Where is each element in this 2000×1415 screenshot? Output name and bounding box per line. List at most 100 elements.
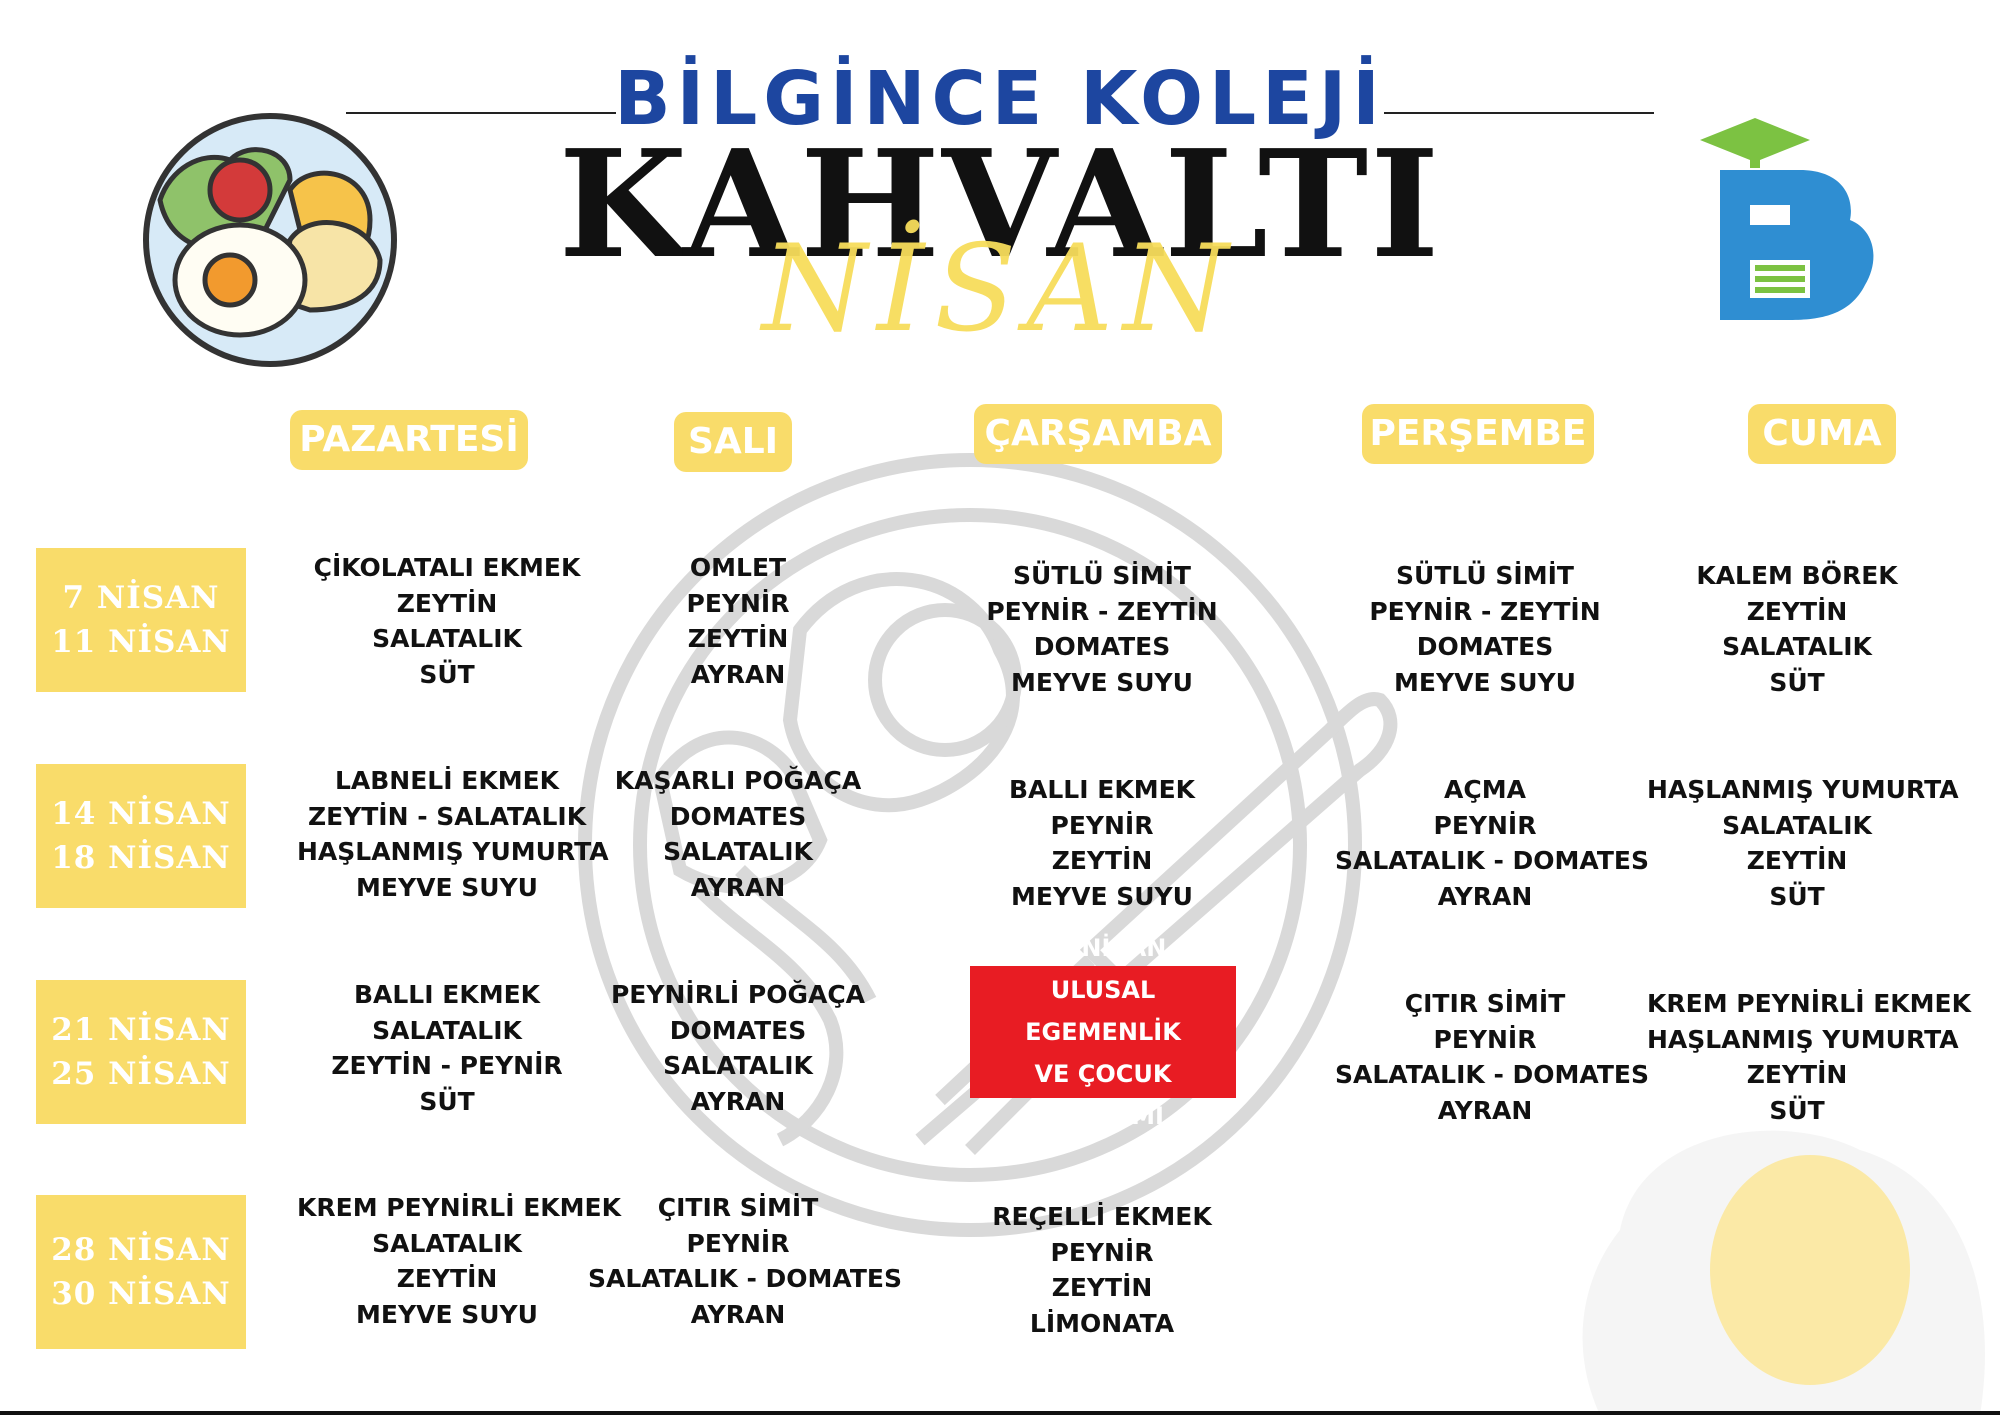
menu-cell: ÇİKOLATALI EKMEK ZEYTİN SALATALIK SÜT <box>297 550 597 692</box>
menu-item: SÜT <box>1769 1095 1825 1125</box>
menu-cell: ÇITIR SİMİT PEYNİR SALATALIK - DOMATES A… <box>588 1190 902 1332</box>
menu-cell: BALLI EKMEK SALATALIK ZEYTİN - PEYNİR SÜ… <box>297 977 597 1119</box>
school-logo <box>1700 118 1874 320</box>
menu-cell: OMLET PEYNİR ZEYTİN AYRAN <box>588 550 888 692</box>
week-label: 21 NİSAN 25 NİSAN <box>36 980 246 1124</box>
holiday-name: ULUSAL EGEMENLİK <box>1025 976 1181 1046</box>
day-header-tuesday: SALI <box>674 412 792 472</box>
week-start: 28 NİSAN <box>51 1232 231 1268</box>
menu-item: PEYNİR - ZEYTİN <box>986 596 1218 626</box>
menu-item: SALATALIK <box>1722 810 1872 840</box>
menu-item: ZEYTİN <box>1746 596 1848 626</box>
menu-cell: BALLI EKMEK PEYNİR ZEYTİN MEYVE SUYU <box>952 772 1252 914</box>
menu-item: ZEYTİN - PEYNİR <box>331 1051 563 1080</box>
menu-item: PEYNİR <box>686 588 790 618</box>
holiday-date: 23 NİSAN <box>1039 934 1167 962</box>
week-label: 14 NİSAN 18 NİSAN <box>36 764 246 908</box>
day-header-wednesday: ÇARŞAMBA <box>974 404 1222 464</box>
menu-item: KALEM BÖREK <box>1696 561 1898 590</box>
bottom-border <box>0 1411 2000 1415</box>
week-label: 7 NİSAN 11 NİSAN <box>36 548 246 692</box>
day-header-monday: PAZARTESİ <box>290 410 528 470</box>
menu-item: ZEYTİN - SALATALIK <box>307 801 587 831</box>
menu-item: MEYVE SUYU <box>356 872 538 902</box>
menu-cell: KREM PEYNİRLİ EKMEK HAŞLANMIŞ YUMURTA ZE… <box>1647 986 1971 1128</box>
menu-item: ZEYTİN <box>1746 1060 1848 1089</box>
menu-item: KAŞARLI POĞAÇA <box>614 766 862 795</box>
week-end: 30 NİSAN <box>51 1276 231 1312</box>
menu-item: PEYNİR <box>686 1228 790 1258</box>
menu-item: PEYNİR <box>1433 1024 1537 1054</box>
menu-cell: REÇELLİ EKMEK PEYNİR ZEYTİN LİMONATA <box>952 1199 1252 1341</box>
menu-item: ÇİKOLATALI EKMEK <box>313 553 581 582</box>
menu-item: HAŞLANMIŞ YUMURTA <box>1647 1024 1959 1054</box>
menu-item: SALATALIK - DOMATES <box>1335 1060 1649 1089</box>
menu-cell: ÇITIR SİMİT PEYNİR SALATALIK - DOMATES A… <box>1335 986 1649 1128</box>
menu-cell: SÜTLÜ SİMİT PEYNİR - ZEYTİN DOMATES MEYV… <box>1335 558 1635 700</box>
menu-item: LİMONATA <box>1029 1308 1175 1338</box>
menu-item: AYRAN <box>690 1086 786 1116</box>
menu-item: AYRAN <box>690 1299 786 1329</box>
header-rule-right <box>1384 112 1654 114</box>
month-title: NİSAN <box>761 220 1239 359</box>
menu-item: PEYNİR <box>1050 810 1154 840</box>
menu-cell: PEYNİRLİ POĞAÇA DOMATES SALATALIK AYRAN <box>588 977 888 1119</box>
menu-cell: KREM PEYNİRLİ EKMEK SALATALIK ZEYTİN MEY… <box>297 1190 621 1332</box>
menu-item: AYRAN <box>690 659 786 689</box>
menu-item: SÜT <box>1769 667 1825 697</box>
school-name: BİLGİNCE KOLEJİ <box>614 56 1386 142</box>
menu-item: SÜT <box>1769 881 1825 911</box>
menu-item: BALLI EKMEK <box>1008 775 1196 804</box>
menu-item: HAŞLANMIŞ YUMURTA <box>1647 775 1959 804</box>
menu-item: HAŞLANMIŞ YUMURTA <box>297 837 609 866</box>
header-rule-left <box>346 112 616 114</box>
menu-item: ÇITIR SİMİT <box>1404 989 1566 1018</box>
menu-item: ZEYTİN <box>1051 1273 1153 1302</box>
menu-cell: LABNELİ EKMEK ZEYTİN - SALATALIK HAŞLANM… <box>297 763 609 905</box>
day-header-thursday: PERŞEMBE <box>1362 404 1594 464</box>
menu-item: KREM PEYNİRLİ EKMEK <box>297 1193 621 1222</box>
menu-item: DOMATES <box>1416 632 1554 661</box>
menu-item: OMLET <box>689 553 787 582</box>
menu-item: ZEYTİN <box>687 624 789 653</box>
menu-item: SALATALIK <box>1722 632 1872 661</box>
menu-item: DOMATES <box>1033 632 1171 661</box>
breakfast-plate-icon <box>143 113 397 367</box>
menu-cell: KALEM BÖREK ZEYTİN SALATALIK SÜT <box>1647 558 1947 700</box>
menu-item: ZEYTİN <box>396 1264 498 1293</box>
menu-item: SÜTLÜ SİMİT <box>1013 561 1191 590</box>
menu-item: MEYVE SUYU <box>1011 881 1193 911</box>
week-start: 7 NİSAN <box>62 580 220 616</box>
menu-item: SALATALIK - DOMATES <box>1335 846 1649 875</box>
week-end: 25 NİSAN <box>51 1056 231 1092</box>
page-title: KAHVALTI <box>558 117 1442 291</box>
menu-item: MEYVE SUYU <box>1394 667 1576 697</box>
menu-item: SALATALIK <box>663 1051 813 1080</box>
week-end: 18 NİSAN <box>51 840 231 876</box>
menu-item: KREM PEYNİRLİ EKMEK <box>1647 989 1971 1018</box>
menu-cell: SÜTLÜ SİMİT PEYNİR - ZEYTİN DOMATES MEYV… <box>952 558 1252 700</box>
menu-item: SALATALIK <box>372 1015 522 1045</box>
week-end: 11 NİSAN <box>51 624 231 660</box>
holiday-notice: 23 NİSAN ULUSAL EGEMENLİK VE ÇOCUK BAYRA… <box>970 934 1236 1130</box>
day-header-friday: CUMA <box>1748 404 1896 464</box>
menu-item: REÇELLİ EKMEK <box>992 1202 1212 1231</box>
menu-item: SÜT <box>419 659 475 689</box>
menu-item: LABNELİ EKMEK <box>334 766 560 795</box>
menu-cell: HAŞLANMIŞ YUMURTA SALATALIK ZEYTİN SÜT <box>1647 772 1959 914</box>
menu-item: ZEYTİN <box>1051 846 1153 875</box>
menu-item: SALATALIK <box>663 837 813 866</box>
fried-egg-illustration <box>1582 1130 1985 1415</box>
menu-item: SÜTLÜ SİMİT <box>1396 561 1574 590</box>
menu-item: DOMATES <box>669 801 807 831</box>
menu-item: PEYNİR <box>1433 810 1537 840</box>
menu-item: ÇITIR SİMİT <box>657 1193 819 1222</box>
menu-item: BALLI EKMEK <box>353 980 541 1009</box>
menu-item: DOMATES <box>669 1015 807 1045</box>
menu-item: ZEYTİN <box>1746 846 1848 875</box>
menu-item: SALATALIK - DOMATES <box>588 1264 902 1293</box>
menu-item: SÜT <box>419 1086 475 1116</box>
menu-item: MEYVE SUYU <box>356 1299 538 1329</box>
week-start: 21 NİSAN <box>51 1012 231 1048</box>
menu-item: SALATALIK <box>372 1228 522 1258</box>
